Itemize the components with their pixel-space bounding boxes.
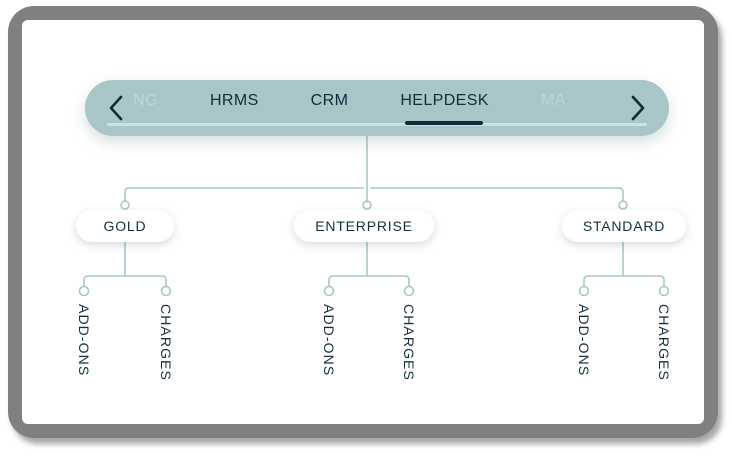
tab-crm[interactable]: CRM bbox=[310, 92, 349, 109]
tab-helpdesk[interactable]: HELPDESK bbox=[400, 92, 489, 109]
leaf-dot-gold-addons bbox=[78, 285, 90, 297]
standard-fork bbox=[583, 275, 665, 287]
screen-content: LING HRMS CRM HELPDESK MA GOLD ENTERPRIS… bbox=[22, 20, 704, 424]
tab-billing[interactable]: LING bbox=[131, 92, 158, 109]
tab-hrms[interactable]: HRMS bbox=[209, 92, 259, 109]
node-connector-dot-enterprise bbox=[362, 200, 372, 210]
tree-node-gold[interactable]: GOLD bbox=[76, 210, 174, 242]
leaf-dot-gold-charges bbox=[160, 285, 172, 297]
leaf-dot-standard-addons bbox=[578, 285, 590, 297]
tabs-row: LING HRMS CRM HELPDESK MA bbox=[131, 80, 592, 122]
tab-active-indicator bbox=[405, 121, 483, 125]
leaf-dot-enterprise-charges bbox=[403, 285, 415, 297]
leaf-standard-charges[interactable]: CHARGES bbox=[656, 304, 672, 381]
leaf-gold-charges[interactable]: CHARGES bbox=[158, 304, 174, 381]
bus-left bbox=[124, 187, 364, 202]
gold-fork bbox=[83, 275, 167, 287]
device-frame: LING HRMS CRM HELPDESK MA GOLD ENTERPRIS… bbox=[8, 6, 718, 438]
leaf-standard-add-ons[interactable]: ADD-ONS bbox=[576, 304, 592, 377]
chevron-right-icon[interactable] bbox=[621, 80, 655, 136]
node-connector-dot-standard bbox=[618, 200, 628, 210]
tree-node-enterprise[interactable]: ENTERPRISE bbox=[294, 210, 434, 242]
module-tabbar[interactable]: LING HRMS CRM HELPDESK MA bbox=[85, 80, 669, 136]
tab-scroll-track bbox=[107, 123, 647, 126]
chevron-left-icon[interactable] bbox=[99, 80, 133, 136]
bus-right bbox=[370, 187, 624, 202]
leaf-dot-standard-charges bbox=[658, 285, 670, 297]
leaf-enterprise-add-ons[interactable]: ADD-ONS bbox=[321, 304, 337, 377]
node-connector-dot-gold bbox=[120, 200, 130, 210]
leaf-enterprise-charges[interactable]: CHARGES bbox=[401, 304, 417, 381]
tab-marketing[interactable]: MA bbox=[540, 92, 566, 109]
leaf-gold-add-ons[interactable]: ADD-ONS bbox=[76, 304, 92, 377]
enterprise-fork bbox=[328, 275, 410, 287]
tabs-scroll-viewport[interactable]: LING HRMS CRM HELPDESK MA bbox=[131, 80, 623, 136]
leaf-dot-enterprise-addons bbox=[323, 285, 335, 297]
tree-node-standard[interactable]: STANDARD bbox=[562, 210, 686, 242]
